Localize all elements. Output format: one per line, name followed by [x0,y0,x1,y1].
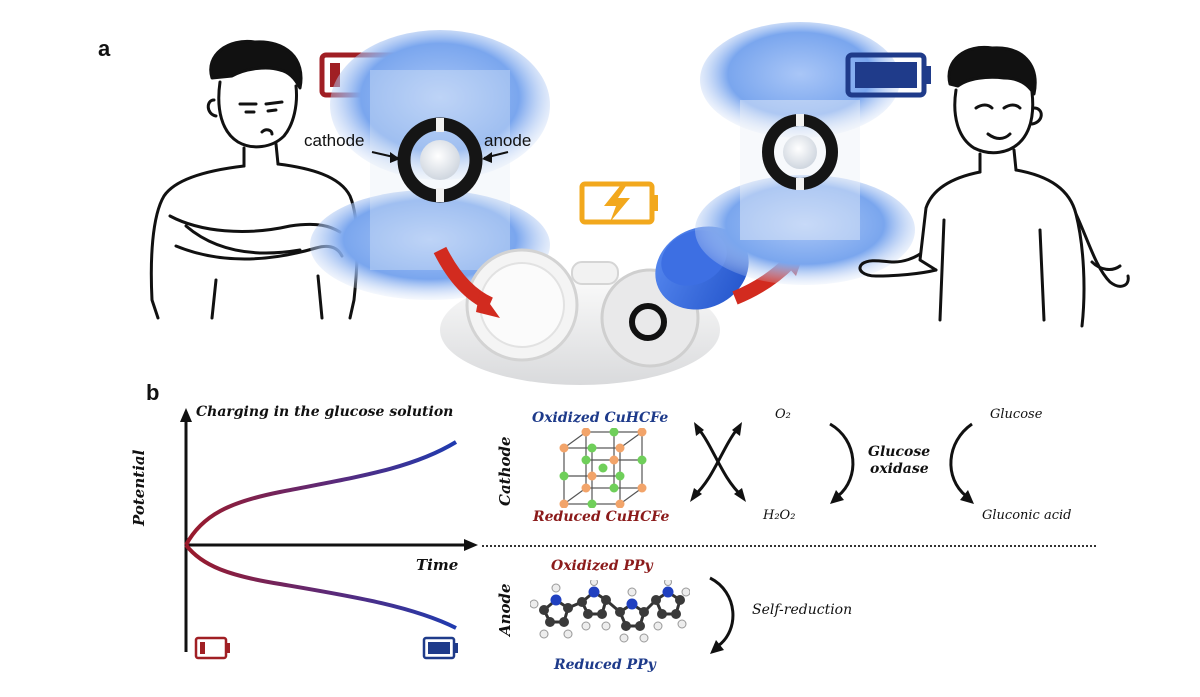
cathode-anode-divider [482,545,1096,547]
panel-a-illustration [149,22,1130,385]
full-battery-mini-icon [422,636,458,660]
anode-label: anode [484,131,532,150]
unhappy-person-illustration [149,39,359,320]
panel-a-label: a [98,36,111,61]
o2-to-h2o2-arrow [829,422,855,504]
chart-title: Charging in the glucose solution [196,404,454,420]
cuhcfe-crystal-lattice [559,428,647,508]
gluconic-acid-label: Gluconic acid [982,508,1072,523]
self-reduction-label: Self-reduction [752,602,853,618]
cathode-redox-cross-arrows [690,422,746,502]
cathode-potential-curve [184,440,458,546]
reduced-ppy-label: Reduced PPy [554,657,656,673]
h2o2-label: H₂O₂ [763,508,796,523]
low-battery-mini-icon [194,636,230,660]
glucose-label: Glucose [990,407,1043,422]
y-axis-label: Potential [130,449,148,526]
charging-battery-icon [579,181,658,225]
oxidized-cuhcfe-label: Oxidized CuHCFe [532,410,669,426]
glucose-oxidase-label-line1: Glucose [868,444,931,460]
oxidized-ppy-label: Oxidized PPy [551,558,653,574]
polypyrrole-molecule [530,580,690,643]
gloved-fingers-holding-lens-photo [310,30,550,300]
glucose-oxidase-label-line2: oxidase [870,461,929,477]
reduced-cuhcfe-label: Reduced CuHCFe [533,509,670,525]
cathode-label: cathode [304,131,365,150]
o2-label: O₂ [775,407,791,422]
cathode-side-label: Cathode [496,436,514,506]
lens-case-photo [440,248,720,385]
glucose-to-gluconic-arrow [949,422,974,504]
full-battery-icon [845,52,931,98]
happy-person-illustration [858,45,1130,328]
potential-time-chart [180,408,478,660]
self-reduction-arrow [709,576,735,654]
gloved-fingers-holding-charged-lens-photo [695,22,915,285]
anode-potential-curve [184,543,457,630]
x-axis-label: Time [416,556,459,574]
anode-side-label: Anode [496,583,514,636]
panel-b-label: b [146,380,160,405]
